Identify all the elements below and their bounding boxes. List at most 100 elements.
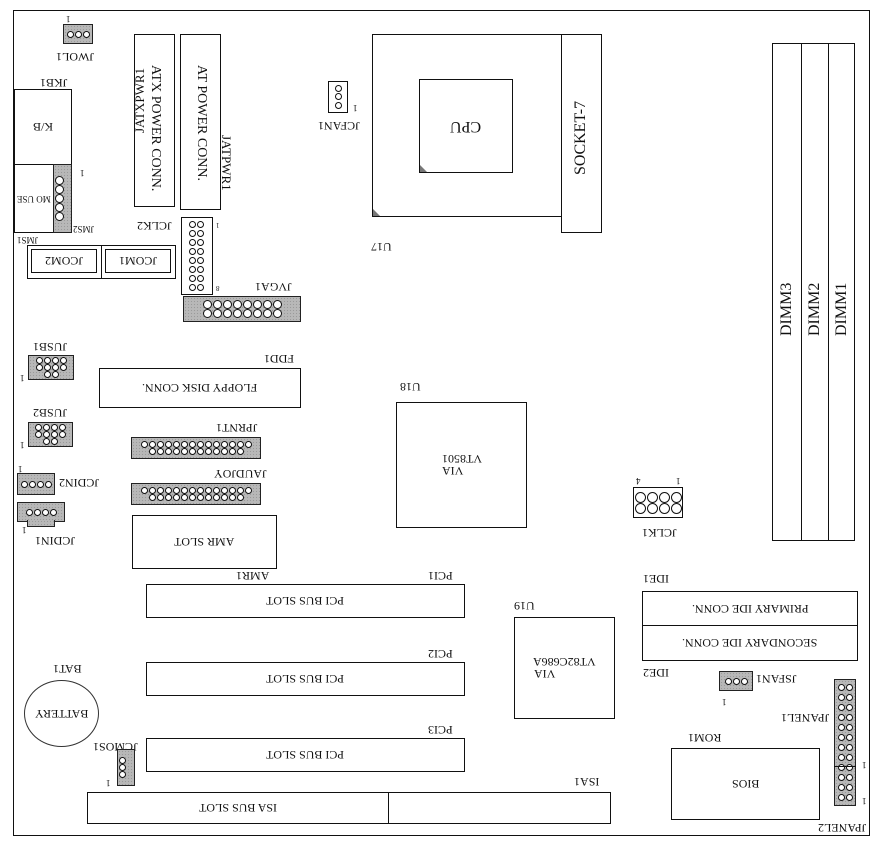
pin-icon: [54, 176, 64, 185]
jsfan1-header[interactable]: [719, 671, 753, 691]
pci1-slot[interactable]: PCI BUS SLOT: [146, 584, 465, 618]
pin-icon: [164, 494, 172, 501]
pin-icon: [140, 487, 148, 494]
pin-icon: [220, 487, 228, 494]
jwol1-label: JWOL1: [56, 50, 94, 64]
pin-icon: [196, 266, 204, 273]
pin-icon: [148, 448, 156, 455]
pin-icon: [220, 441, 228, 448]
pin-icon: [66, 30, 74, 38]
pin-icon: [43, 431, 50, 438]
keyboard-connector[interactable]: K/B: [14, 89, 72, 165]
jusb1-label: JUSB1: [33, 340, 68, 354]
jcfan1-label: JCFAN1: [318, 119, 360, 133]
jpanel2-label: JPANEL2: [818, 821, 867, 835]
jprnt1-header[interactable]: [131, 437, 261, 459]
pin-icon: [180, 494, 188, 501]
pin-icon: [172, 448, 180, 455]
at-power-connector[interactable]: AT POWER CONN.: [180, 34, 221, 210]
pin-icon: [196, 248, 204, 255]
jwol1-header[interactable]: [63, 24, 93, 44]
pin-icon: [204, 448, 212, 455]
pin-icon: [272, 309, 282, 318]
pin-icon: [44, 480, 52, 488]
pin-icon: [188, 487, 196, 494]
pin-icon: [188, 239, 196, 246]
jcom1-label: JCOM1: [118, 254, 157, 268]
pin-icon: [236, 487, 244, 494]
primary-ide-connector[interactable]: PRIMARY IDE CONN.: [642, 591, 858, 627]
pin-icon: [188, 284, 196, 291]
u19-label: U19: [514, 599, 535, 613]
pin-icon: [837, 794, 845, 802]
pin-icon: [837, 683, 845, 691]
pci2-slot-label: PCI BUS SLOT: [266, 672, 345, 686]
pin-icon: [180, 441, 188, 448]
cpu-label: CPU: [450, 118, 482, 135]
fdd1-label: FDD1: [264, 352, 295, 366]
pin-icon: [54, 212, 64, 221]
dimm3-slot[interactable]: DIMM3: [772, 43, 802, 541]
pin-icon: [180, 448, 188, 455]
mouse-connector[interactable]: MO USE: [14, 164, 54, 233]
jcfan1-header[interactable]: [328, 81, 348, 113]
pin-icon: [172, 494, 180, 501]
jms2-header[interactable]: [53, 164, 72, 233]
jcdin1-header[interactable]: [17, 502, 65, 522]
north-bridge-line2: VT8501: [441, 452, 482, 466]
dimm2-slot[interactable]: DIMM2: [801, 43, 829, 541]
pin-icon: [204, 494, 212, 501]
pci3-label: PCI3: [428, 723, 453, 737]
pin-icon: [51, 364, 59, 371]
dimm1-slot[interactable]: DIMM1: [828, 43, 855, 541]
isa-slot[interactable]: ISA BUS SLOT: [87, 792, 611, 824]
pin-icon: [196, 284, 204, 291]
north-bridge-chip[interactable]: VIA VT8501: [396, 402, 527, 528]
amr-slot[interactable]: AMR SLOT: [132, 515, 277, 569]
jatpwr1-label: JATPWR1: [219, 135, 234, 191]
atx-power-connector[interactable]: ATX POWER CONN.: [134, 34, 175, 207]
floppy-label: FLOPPY DISK CONN.: [142, 381, 258, 395]
jusb1-pin1-label: 1: [20, 373, 25, 383]
jcmos1-header[interactable]: [117, 749, 135, 786]
jclk1-header[interactable]: [633, 487, 683, 518]
pci1-slot-label: PCI BUS SLOT: [266, 594, 345, 608]
jaudjoy-header[interactable]: [131, 483, 261, 505]
pin-icon: [262, 309, 272, 318]
jcom1-connector[interactable]: JCOM1: [101, 245, 176, 279]
south-bridge-chip[interactable]: VIA VT82C686A: [514, 617, 615, 719]
dimm2-label: DIMM2: [806, 282, 823, 336]
cpu-chip[interactable]: CPU: [419, 79, 513, 173]
secondary-ide-connector[interactable]: SECONDARY IDE CONN.: [642, 625, 858, 661]
jcdin2-header[interactable]: [17, 473, 55, 495]
pin-icon: [20, 480, 28, 488]
pin1-marker-icon: [373, 209, 380, 216]
pin-icon: [118, 771, 126, 778]
cpu-pin1-marker-icon: [420, 165, 427, 172]
pin-icon: [837, 744, 845, 751]
ide2-label: IDE2: [643, 666, 669, 680]
jwol1-pin1-label: 1: [66, 14, 71, 24]
jusb2-header[interactable]: [28, 422, 73, 447]
bios-chip[interactable]: BIOS: [671, 748, 820, 820]
socket-7-block: SOCKET-7: [561, 34, 602, 233]
jcom2-label: JCOM2: [44, 254, 83, 268]
jclk2-header[interactable]: [181, 217, 213, 295]
floppy-connector[interactable]: FLOPPY DISK CONN.: [99, 368, 301, 408]
jcom2-inner: JCOM2: [31, 249, 97, 273]
pin-icon: [845, 784, 853, 792]
battery[interactable]: BATTERY: [24, 680, 99, 747]
pci3-slot[interactable]: PCI BUS SLOT: [146, 738, 465, 772]
at-power-label: AT POWER CONN.: [194, 65, 209, 182]
ide1-label: IDE1: [643, 572, 669, 586]
jcom2-connector[interactable]: JCOM2: [27, 245, 102, 279]
jusb1-header[interactable]: [28, 355, 74, 380]
cpu-socket-u17[interactable]: CPU: [371, 34, 562, 233]
pci2-slot[interactable]: PCI BUS SLOT: [146, 662, 465, 696]
pin-icon: [196, 487, 204, 494]
pin-icon: [196, 441, 204, 448]
pin-icon: [222, 309, 232, 318]
jvga1-header[interactable]: [183, 296, 301, 322]
pin-icon: [845, 754, 853, 762]
jpanel-header[interactable]: [834, 679, 856, 806]
